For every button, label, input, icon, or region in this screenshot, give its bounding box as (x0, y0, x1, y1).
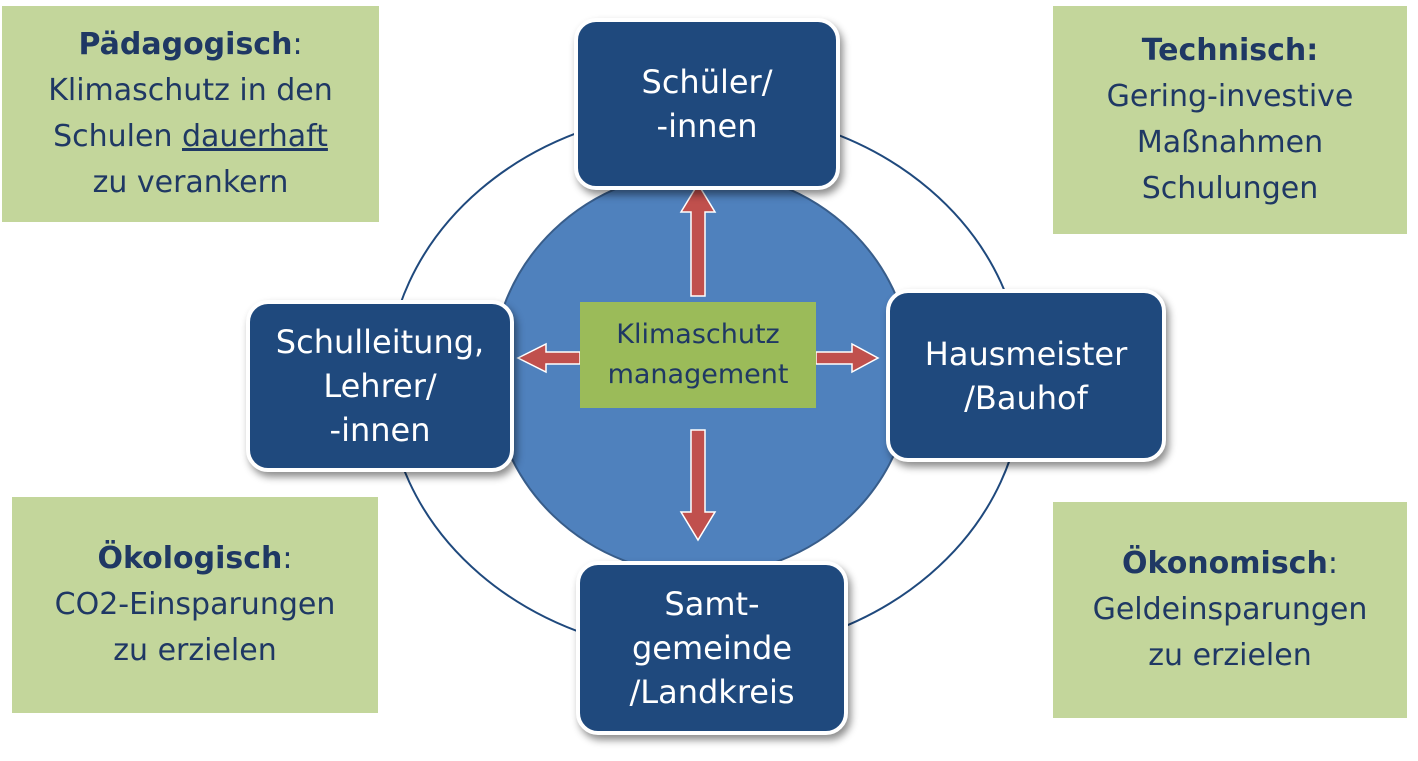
center-klimaschutzmanagement: Klimaschutz management (580, 302, 816, 408)
goal-paedagogisch-title: Pädagogisch (78, 27, 293, 62)
goal-technisch-line3: Schulungen (1141, 171, 1319, 206)
center-line2: management (607, 359, 789, 390)
node-schueler: Schüler/ -innen (574, 18, 840, 190)
goal-oekonomisch: Ökonomisch: Geldeinsparungen zu erzielen (1053, 502, 1407, 718)
node-samtgemeinde: Samt- gemeinde /Landkreis (576, 561, 848, 735)
node-schulleitung-line2: Lehrer/ (323, 367, 437, 405)
goal-paedagogisch-line2: Schulen (53, 119, 182, 154)
goal-paedagogisch-line1: Klimaschutz in den (48, 73, 333, 108)
goal-technisch-line2: Maßnahmen (1136, 125, 1324, 160)
goal-oekologisch-title: Ökologisch (97, 541, 283, 576)
goal-oekologisch-colon: : (282, 541, 293, 576)
node-schulleitung-line3: -innen (329, 411, 431, 449)
goal-paedagogisch-colon: : (292, 27, 303, 62)
arrow-down (679, 429, 717, 542)
goal-oekonomisch-line2: zu erzielen (1148, 638, 1312, 673)
goal-technisch-title: Technisch: (1141, 33, 1319, 68)
goal-technisch-line1: Gering-investive (1106, 79, 1354, 114)
goal-oekologisch-line2: zu erzielen (113, 633, 277, 668)
node-hausmeister: Hausmeister /Bauhof (886, 289, 1166, 462)
goal-paedagogisch-line3: zu verankern (92, 165, 289, 200)
node-schulleitung-line1: Schulleitung, (275, 323, 485, 361)
node-samtgemeinde-line1: Samt- (664, 585, 760, 623)
goal-oekologisch: Ökologisch: CO2-Einsparungen zu erzielen (12, 497, 378, 713)
node-schueler-line1: Schüler/ (641, 63, 773, 101)
arrow-right (815, 342, 880, 374)
center-line1: Klimaschutz (616, 319, 780, 350)
goal-paedagogisch-underlined: dauerhaft (182, 119, 328, 154)
goal-technisch: Technisch: Gering-investive Maßnahmen Sc… (1053, 6, 1407, 234)
node-samtgemeinde-line3: /Landkreis (629, 673, 795, 711)
goal-paedagogisch: Pädagogisch: Klimaschutz in den Schulen … (2, 6, 379, 222)
node-hausmeister-line2: /Bauhof (964, 378, 1088, 417)
goal-oekologisch-line1: CO2-Einsparungen (54, 587, 336, 622)
arrow-up (679, 182, 717, 297)
node-schulleitung: Schulleitung, Lehrer/ -innen (246, 300, 514, 472)
goal-oekonomisch-line1: Geldeinsparungen (1092, 592, 1368, 627)
node-hausmeister-line1: Hausmeister (924, 334, 1128, 373)
node-samtgemeinde-line2: gemeinde (631, 629, 793, 667)
goal-oekonomisch-colon: : (1327, 546, 1338, 581)
arrow-left (516, 342, 581, 374)
goal-oekonomisch-title: Ökonomisch (1122, 546, 1328, 581)
node-schueler-line2: -innen (656, 107, 758, 145)
